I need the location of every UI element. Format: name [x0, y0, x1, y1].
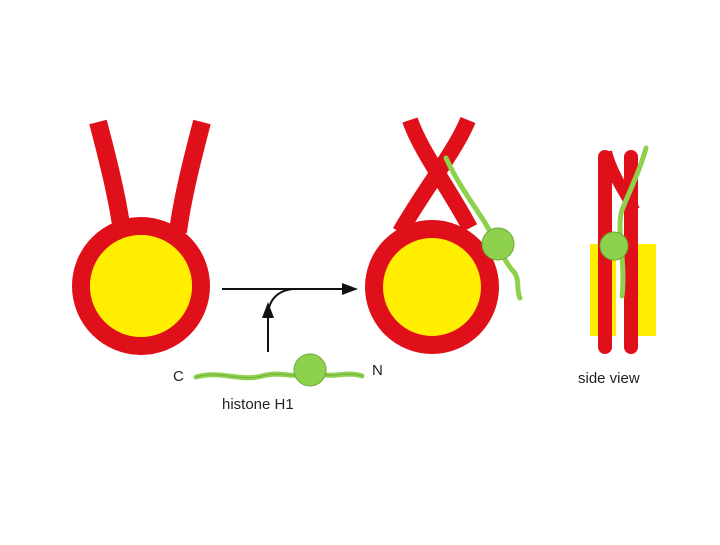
c-terminus-label: C: [173, 368, 184, 385]
arrow-head-right: [342, 283, 358, 295]
binding-arrow: [222, 283, 358, 352]
histone-core-octamer: [90, 235, 192, 337]
side-view-h1-tail: [617, 145, 649, 299]
histone-h1-free: [193, 353, 365, 387]
dna-strand-left-arm: [89, 119, 131, 234]
side-view-dna-top-loop: [600, 150, 640, 213]
side-view-h1-globular-domain: [599, 231, 629, 261]
histone-h1-label: histone H1: [222, 396, 294, 413]
h1-bound-globular-domain: [481, 227, 515, 261]
n-terminus-label: N: [372, 362, 383, 379]
arrow-join-curve: [267, 288, 295, 352]
dna-wrap-bound: [365, 220, 499, 354]
nucleosome-with-h1: [365, 116, 523, 354]
side-view-illustration: [590, 145, 656, 354]
h1-globular-domain: [293, 353, 327, 387]
dna-strand-right-arm: [169, 119, 211, 234]
dna-crossing-strand-b: [393, 116, 476, 236]
side-view-label: side view: [578, 370, 640, 387]
arrow-head-up: [262, 302, 274, 318]
nucleosome-without-h1: [72, 119, 211, 355]
